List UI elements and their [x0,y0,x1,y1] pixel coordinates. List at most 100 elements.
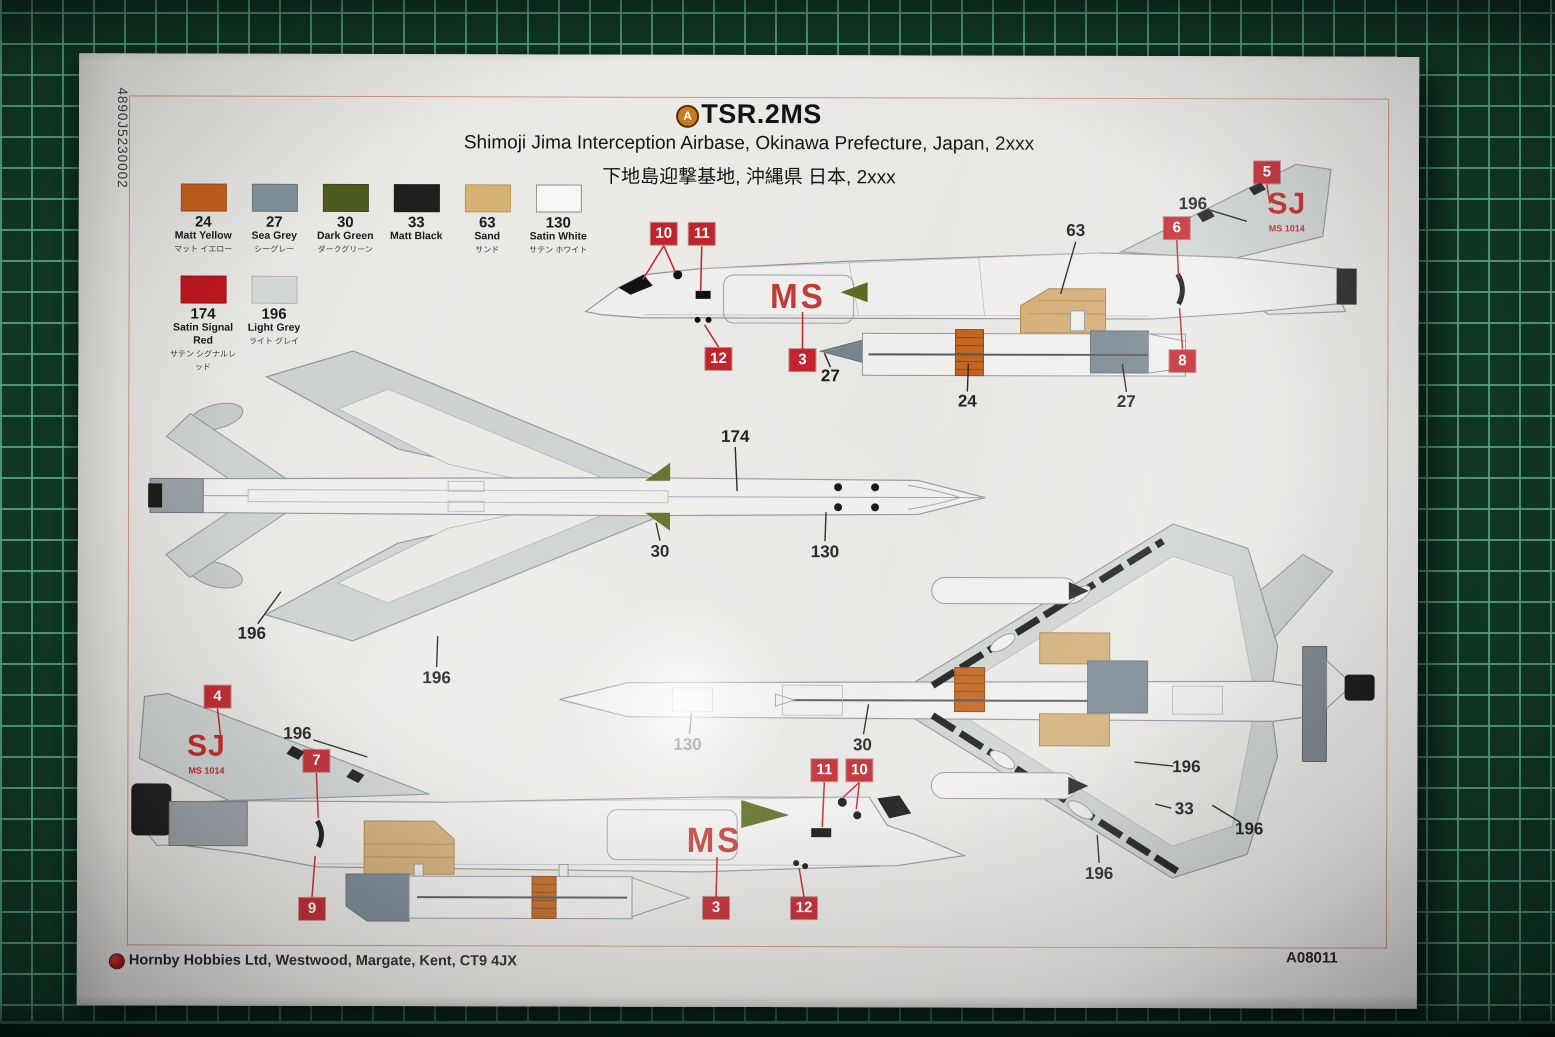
fuselage-code-marking: MS [770,277,826,317]
paint-code: 27 [265,213,283,231]
aircraft-title: TSR.2MS [701,98,822,130]
sensor-dot [853,811,862,820]
callout-badge: 3 [702,896,730,919]
equipment-hatch [695,290,711,299]
callout-badge: 12 [705,347,732,370]
callout-badge: 8 [1169,350,1196,373]
paint-number-label: 196 [1172,757,1201,777]
cutting-mat-edge [0,1021,1555,1037]
paint-code: 30 [336,213,354,231]
paint-name: Dark Green [316,229,374,243]
paint-number-label: 130 [673,734,702,754]
fuselage [584,252,1354,320]
paint-number-label: 27 [1116,391,1136,412]
jetpipe [131,783,172,836]
canopy-dot [834,483,843,492]
paint-number-label: 30 [650,541,670,561]
paint-number-label: 196 [1178,194,1208,214]
tailplane [165,502,300,579]
grey-panel [1089,330,1150,374]
colour-chart-row-1: 24 Matt Yellow マット イエロー 27 Sea Grey シーグレ… [168,183,594,256]
paint-code: 33 [407,214,425,232]
kit-number: A08011 [1286,949,1338,967]
paint-number-label: 196 [422,668,451,688]
paint-swatch: 27 Sea Grey シーグレー [239,183,310,256]
swatch-color [393,184,440,213]
callout-badge: 7 [303,749,330,772]
paint-number-label: 33 [1174,799,1194,819]
paint-code: 24 [194,213,212,231]
callout-badge: 5 [1253,161,1280,184]
publisher-imprint: Hornby Hobbies Ltd, Westwood, Margate, K… [128,952,517,970]
tail-code-marking: SJ [1267,187,1307,221]
paint-name: Matt Black [389,230,443,243]
engine-nozzle [168,800,248,847]
paint-swatch: 63 Sand サンド [452,184,523,256]
paint-code: 63 [478,214,496,232]
intake-triangle [645,462,671,481]
jetpipe [148,483,163,508]
paint-number-label: 196 [1235,819,1264,839]
paint-code: 174 [190,305,216,323]
sensor-dot [673,270,683,280]
paint-name: Matt Yellow [174,229,232,242]
sand-panel [1039,632,1111,665]
missile-tail [631,876,691,918]
sensor-dot [636,278,645,287]
hornby-logo-icon [109,954,124,969]
tail-serial-marking: MS 1014 [1268,223,1305,234]
sensor-dot [705,316,712,323]
callout-badge: 10 [846,759,873,782]
callout-badge: 9 [298,897,326,920]
swatch-color [251,183,298,212]
fuselage [168,796,967,873]
paint-number-label: 63 [1066,220,1086,240]
subtitle-english: Shimoji Jima Interception Airbase, Okina… [463,132,1035,155]
engine-nozzles [1301,645,1328,763]
paint-number-label: 130 [810,542,840,562]
callout-badge: 6 [1163,217,1190,240]
sensor-dot [802,863,809,870]
callout-badge: 12 [790,897,818,920]
swatch-color [464,184,511,213]
tail-boom-cap [1344,674,1375,701]
sand-panel [363,820,455,875]
canopy-dot [871,483,880,492]
sand-panel [1038,713,1111,747]
paint-name-ja: サンド [475,245,500,255]
sensor-dot [694,316,701,323]
missile [931,577,1078,605]
grey-panel [345,873,410,922]
missile-rail [417,896,628,899]
paint-name-ja: ダークグリーン [317,244,373,255]
tail-code-marking: SJ [187,729,226,763]
paint-name-ja: マット イエロー [174,244,233,254]
paint-number-label: 24 [957,391,977,411]
paint-swatch: 33 Matt Black [381,184,452,256]
tailplane [165,412,300,490]
paint-number-label: 196 [1084,863,1114,883]
sensor-dot [793,860,800,867]
paint-number-label: 30 [852,735,872,755]
swatch-color [180,275,227,304]
paint-number-label: 174 [721,426,750,447]
canopy [877,795,912,819]
swatch-color [180,183,227,212]
equipment-hatch [811,828,832,838]
scheme-letter-icon: A [676,104,700,128]
paint-number-label: 27 [820,366,840,386]
fuselage-code-marking: MS [686,820,743,860]
paint-name: Sand [474,230,501,243]
paint-swatch: 24 Matt Yellow マット イエロー [168,183,239,255]
swatch-color [322,183,369,213]
paint-name: Sea Grey [251,229,298,242]
callout-badge: 11 [688,222,715,245]
tail-serial-marking: MS 1014 [188,765,225,776]
grey-panel [1087,660,1149,714]
swatch-color [251,275,298,304]
engine-nozzle [1336,268,1357,305]
paint-swatch: 30 Dark Green ダークグリーン [310,183,381,256]
paint-code: 196 [261,305,287,323]
